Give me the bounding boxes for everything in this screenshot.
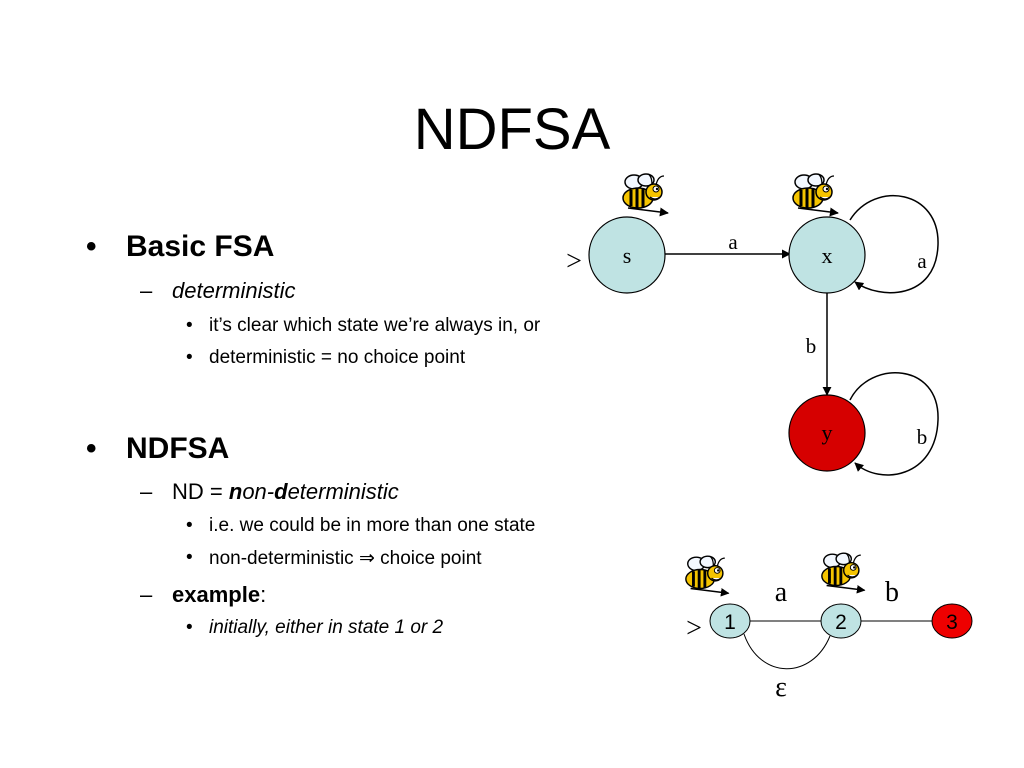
- point-choice-point: non-deterministic ⇒ choice point: [209, 548, 482, 569]
- edge-label-s-x: a: [728, 230, 738, 254]
- state-2-label: 2: [835, 611, 847, 634]
- edge-label-y-loop: b: [917, 425, 928, 449]
- sub-bullet-deterministic: deterministic: [172, 278, 296, 303]
- bullet-marker: •: [86, 432, 97, 465]
- example-label: example: [172, 582, 261, 607]
- sub-bullet-example: example:: [172, 582, 266, 608]
- state-1: [709, 603, 751, 639]
- start-marker-bottom: >: [686, 613, 702, 644]
- state-y: [788, 394, 866, 472]
- bullet-marker: •: [186, 617, 193, 638]
- edge-label-2-3: b: [885, 577, 899, 608]
- example-colon: :: [260, 582, 267, 607]
- bee-icon: [822, 553, 865, 590]
- point-more-than-one-state: i.e. we could be in more than one state: [209, 515, 536, 536]
- point-no-choice: deterministic = no choice point: [209, 347, 466, 368]
- edge-label-x-y: b: [806, 334, 817, 358]
- edge-x-loop: [849, 195, 939, 294]
- state-3-label: 3: [946, 611, 958, 634]
- edge-y-loop: [849, 372, 939, 476]
- dash-marker: –: [140, 582, 153, 607]
- nd-d: d: [274, 479, 288, 504]
- bullet-basic-fsa: Basic FSA: [126, 230, 275, 263]
- bullet-marker: •: [186, 315, 193, 336]
- state-s-label: s: [623, 243, 632, 268]
- nd-on: on-: [242, 479, 275, 504]
- state-x: [788, 216, 866, 294]
- edge-label-epsilon: ε: [775, 672, 787, 703]
- state-s: [588, 216, 666, 294]
- dash-marker: –: [140, 278, 153, 303]
- state-3: [931, 603, 973, 639]
- bullet-marker: •: [186, 547, 193, 568]
- nd-rest: eterministic: [287, 479, 399, 504]
- bullet-list: • Basic FSA – deterministic • it’s clear…: [86, 230, 541, 638]
- bullet-marker: •: [186, 515, 193, 536]
- bee-icon: [793, 174, 838, 213]
- point-initially: initially, either in state 1 or 2: [209, 617, 444, 638]
- edge-label-x-loop: a: [917, 249, 927, 273]
- start-marker-top: >: [566, 246, 582, 277]
- bee-icon: [623, 174, 668, 213]
- bullet-ndfsa: NDFSA: [126, 432, 230, 465]
- slide-title: NDFSA: [413, 97, 611, 162]
- dash-marker: –: [140, 479, 153, 504]
- state-y-label: y: [822, 420, 833, 445]
- nd-n: n: [228, 479, 243, 504]
- bullet-marker: •: [86, 230, 97, 263]
- bee-icon: [686, 556, 729, 593]
- bottom-fsa-diagram: 1 2 3 > a b ε: [686, 553, 973, 703]
- point-clear-state: it’s clear which state we’re always in, …: [209, 315, 541, 336]
- nd-prefix: ND =: [172, 479, 229, 504]
- sub-bullet-nd-definition: ND = non-deterministic: [172, 479, 399, 505]
- state-x-label: x: [822, 243, 833, 268]
- top-fsa-diagram: s x y > a a b b: [566, 174, 939, 476]
- edge-epsilon: [743, 633, 831, 670]
- edge-label-1-2: a: [775, 577, 788, 608]
- state-2: [820, 603, 862, 639]
- bullet-marker: •: [186, 347, 193, 368]
- state-1-label: 1: [724, 611, 736, 634]
